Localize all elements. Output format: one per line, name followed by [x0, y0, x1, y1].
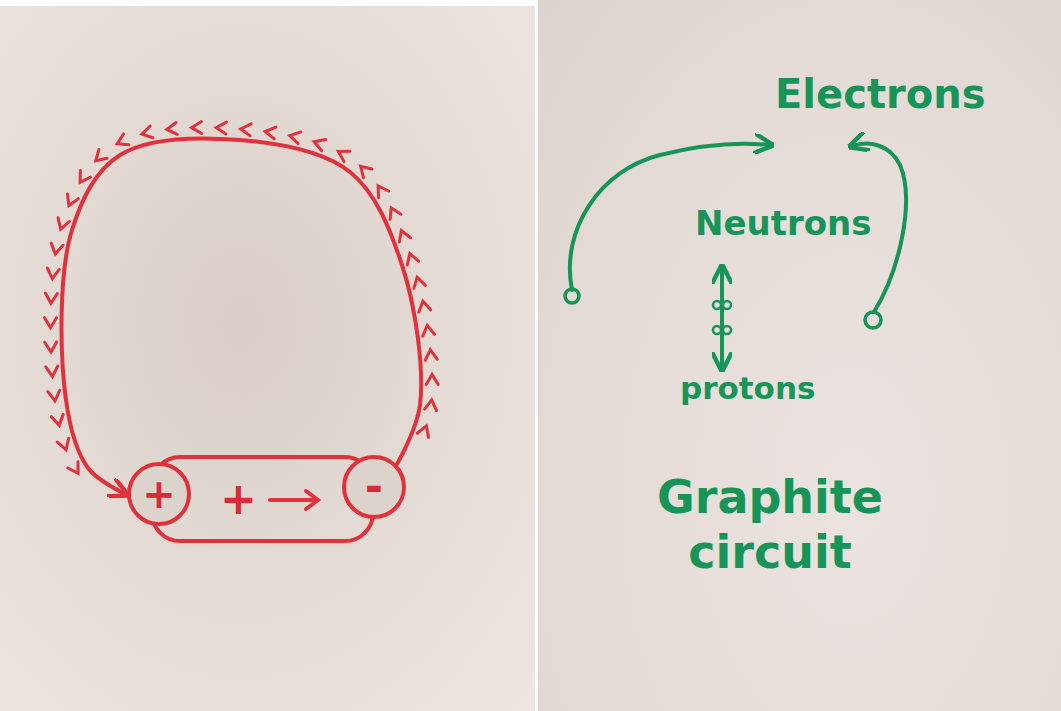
flow-chevron	[58, 218, 69, 229]
handwritten-label: Graphite circuit	[640, 470, 900, 580]
flow-chevron	[45, 342, 57, 352]
positive-terminal: +	[127, 462, 191, 526]
flow-chevron	[426, 374, 438, 384]
negative-terminal: -	[342, 455, 406, 519]
circuit-wire	[61, 138, 421, 494]
flow-chevron	[399, 231, 410, 242]
particle	[713, 301, 721, 309]
flow-chevron	[192, 121, 202, 133]
electron-dot	[865, 312, 881, 328]
flow-chevron	[338, 151, 350, 161]
flow-chevron	[48, 390, 60, 401]
flow-chevron	[51, 414, 63, 425]
battery-body: ++-	[150, 455, 375, 543]
flow-chevron	[290, 132, 301, 144]
flow-chevron	[314, 139, 325, 150]
flow-chevron	[47, 268, 59, 279]
terminal-sign: -	[365, 465, 383, 509]
handwritten-label: Neutrons	[695, 203, 915, 244]
flow-chevron	[425, 350, 437, 360]
flow-chevron	[67, 194, 78, 206]
particle	[723, 301, 731, 309]
terminal-sign: +	[142, 474, 176, 514]
flow-chevron	[57, 438, 68, 449]
terminal-sign: +	[220, 477, 257, 521]
current-arrows	[45, 121, 439, 473]
flow-chevron	[419, 301, 431, 312]
wire-layer	[61, 138, 421, 494]
flow-chevron	[361, 166, 372, 177]
flow-chevron	[46, 366, 58, 376]
photo-background	[0, 6, 535, 711]
flow-chevron	[80, 171, 90, 183]
flow-chevron	[407, 254, 418, 265]
flow-chevron	[68, 462, 78, 474]
flow-chevron	[425, 400, 437, 411]
flow-chevron	[216, 122, 226, 134]
flow-chevron	[45, 293, 57, 303]
flow-chevron	[241, 124, 251, 136]
electron-dot	[565, 289, 579, 303]
particle	[713, 326, 721, 334]
particle	[723, 326, 731, 334]
flow-chevron	[167, 122, 178, 134]
flow-chevron	[423, 325, 435, 336]
direction-arrow	[270, 491, 318, 509]
flow-chevron	[117, 134, 129, 145]
double-arrow	[720, 268, 724, 368]
handwritten-label: Electrons	[775, 70, 1015, 118]
flow-chevron	[96, 150, 107, 161]
flow-chevron	[390, 208, 401, 220]
flow-chevron	[414, 277, 426, 288]
flow-chevron	[417, 426, 428, 437]
flow-chevron	[51, 243, 63, 254]
flow-chevron	[142, 126, 153, 138]
flow-chevron	[378, 186, 389, 198]
direction-arrow	[266, 485, 326, 515]
flow-chevron	[265, 127, 276, 139]
handwritten-label: protons	[680, 370, 860, 407]
flow-chevron	[45, 318, 57, 328]
